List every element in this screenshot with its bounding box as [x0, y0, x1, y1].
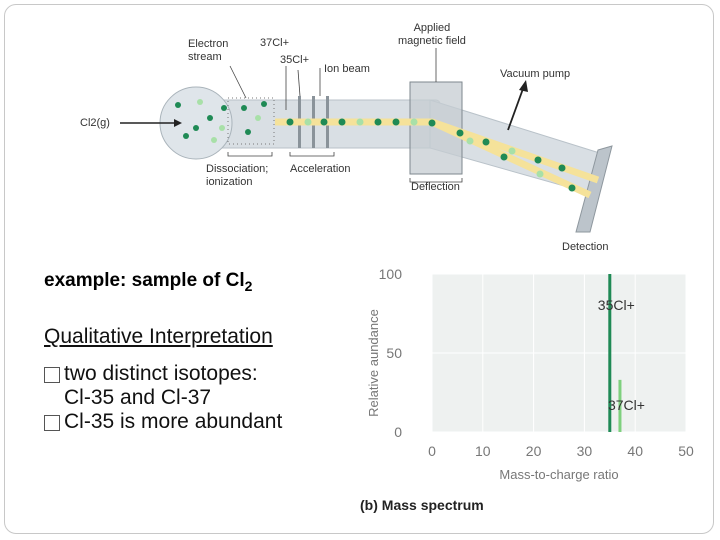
x-tick-label: 0 — [428, 443, 436, 459]
qualitative-title: Qualitative Interpretation — [44, 325, 273, 348]
label-deflection: Deflection — [411, 181, 460, 193]
leader-electron — [229, 65, 247, 99]
bullet-item: Cl-35 is more abundant — [44, 410, 282, 434]
ionization-grid — [227, 97, 275, 145]
y-tick-label: 100 — [379, 266, 403, 282]
x-tick-label: 30 — [577, 443, 593, 459]
x-tick-label: 40 — [627, 443, 643, 459]
label-electron-stream: Electron stream — [188, 38, 228, 64]
bullet-box-icon — [44, 367, 60, 383]
bullet-text: two distinct isotopes: — [64, 362, 258, 385]
label-electron-stream-text: Electron stream — [188, 38, 229, 63]
chart-caption-label: (b) — [360, 497, 378, 513]
bullet-text: Cl-35 is more abundant — [64, 410, 283, 433]
label-ion-beam: Ion beam — [324, 63, 370, 75]
bullet-list: two distinct isotopes: Cl-35 and Cl-37 C… — [44, 362, 282, 434]
x-axis-label: Mass-to-charge ratio — [499, 467, 618, 482]
x-tick-label: 20 — [526, 443, 542, 459]
example-heading-sub: 2 — [244, 277, 253, 294]
slide-frame — [4, 4, 714, 534]
y-tick-label: 0 — [394, 424, 402, 440]
label-applied-field: Applied magnetic field — [398, 22, 466, 47]
vacuum-pump-arrow — [507, 85, 525, 131]
ion-dots — [175, 99, 576, 192]
bracket-acceleration — [289, 152, 335, 157]
chart-caption: (b) Mass spectrum — [360, 497, 484, 513]
x-tick-label: 50 — [678, 443, 694, 459]
y-tick-label: 50 — [386, 345, 402, 361]
bar-cl35 — [608, 274, 612, 432]
example-heading: example: sample of Cl2 — [44, 270, 252, 294]
mass-spectrum-chart: 0 10 20 30 40 50 0 50 100 35Cl+ 37Cl+ Mass-to-charg… — [366, 266, 694, 482]
y-axis-label: Relative aundance — [366, 309, 381, 417]
label-cl37: 37Cl+ — [260, 37, 290, 49]
label-cl35: 35Cl+ — [280, 54, 310, 66]
bullet-item: two distinct isotopes: — [44, 362, 282, 386]
label-acceleration: Acceleration — [290, 163, 351, 175]
example-heading-text: example: sample of Cl — [44, 270, 245, 291]
mass-spectrometer-diagram — [120, 48, 613, 233]
bar-cl37 — [618, 379, 622, 432]
label-vacuum-pump: Vacuum pump — [500, 68, 571, 80]
x-tick-label: 10 — [475, 443, 491, 459]
label-dissociation: Dissociation; ionization — [206, 163, 269, 188]
bar-label: 35Cl+ — [598, 297, 635, 313]
bar-label: 37Cl+ — [608, 397, 645, 413]
bullet-box-icon — [44, 415, 60, 431]
bracket-dissociation — [227, 152, 273, 157]
bullet-text-continued: Cl-35 and Cl-37 — [64, 386, 212, 409]
label-cl2-gas: Cl2(g) — [80, 117, 110, 129]
chart-caption-text: Mass spectrum — [381, 497, 484, 513]
bracket-deflection — [409, 178, 463, 183]
label-detection: Detection — [562, 241, 609, 253]
detector-plate — [575, 145, 613, 233]
